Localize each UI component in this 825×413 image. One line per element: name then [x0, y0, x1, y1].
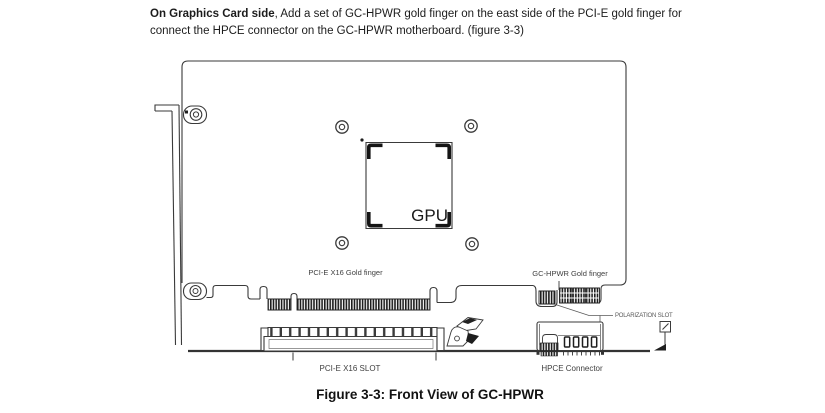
card-outline — [182, 61, 626, 307]
figure-caption: Figure 3-3: Front View of GC-HPWR — [316, 387, 544, 402]
gpu-label: GPU — [411, 206, 448, 225]
hpce-connector — [536, 322, 604, 356]
hpce-pins — [536, 352, 604, 356]
pci-bracket — [155, 105, 182, 345]
hpce-slots — [565, 337, 597, 347]
gpu-pin1-dot — [360, 138, 364, 142]
motherboard-end-triangle — [654, 344, 666, 351]
reference-flag-marker — [660, 322, 671, 345]
gc-hpwr-gold-finger-blocks — [539, 288, 600, 304]
pcie-gold-finger-blocks — [268, 299, 430, 310]
gc-hpwr-gold-finger-label: GC-HPWR Gold finger — [532, 269, 608, 278]
intro-line-1: On Graphics Card side, Add a set of GC-H… — [150, 6, 710, 23]
intro-bold: On Graphics Card side — [150, 8, 275, 20]
polarization-slot-label: POLARIZATION SLOT — [615, 313, 673, 319]
bracket-screw-lugs — [184, 106, 207, 300]
pcie-slot-label: PCI-E X16 SLOT — [319, 364, 381, 373]
slot-latch — [447, 318, 483, 347]
pcie-x16-slot — [261, 318, 483, 352]
mounting-holes — [336, 120, 478, 250]
gpu-outline — [360, 138, 452, 228]
intro-paragraph: On Graphics Card side, Add a set of GC-H… — [150, 6, 710, 40]
pcie-gold-finger-label: PCI-E X16 Gold finger — [308, 268, 383, 277]
intro-line-1-rest: , Add a set of GC-HPWR gold finger on th… — [274, 8, 682, 20]
hpce-connector-label: HPCE Connector — [541, 364, 603, 373]
intro-line-2: connect the HPCE connector on the GC-HPW… — [150, 25, 524, 37]
